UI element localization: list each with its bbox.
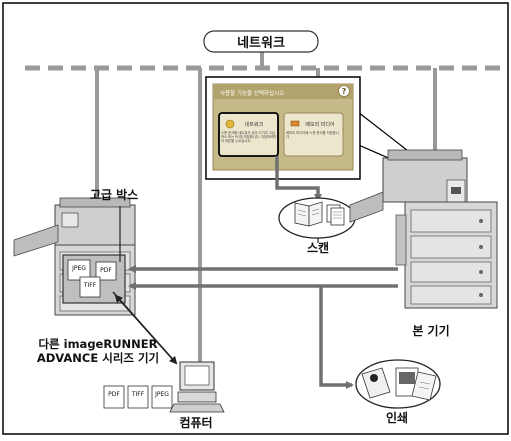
- svg-text:TIFF: TIFF: [83, 282, 97, 289]
- box-file-icon-pdf: [95, 261, 117, 281]
- print-label: 인쇄: [386, 410, 408, 425]
- diagram-frame: [2, 2, 509, 435]
- svg-text:?: ?: [342, 87, 347, 96]
- scan-bubble: [278, 197, 356, 239]
- svg-text:메모리 미디어: 메모리 미디어: [305, 121, 334, 128]
- svg-text:TIFF: TIFF: [131, 391, 145, 398]
- main-device-label: 본 기기: [412, 323, 449, 338]
- flow-to-print: [319, 286, 354, 389]
- network-option-desc: 스캔 문서를 네트워크 상의 기기의 고급 박스 또는 PC에 저장합니다. 저…: [221, 131, 277, 143]
- computer-illustration: [169, 361, 225, 413]
- other-device-panel: [61, 212, 79, 228]
- network-label-box: 네트워크: [203, 30, 319, 53]
- printed-page-icon: [361, 367, 391, 399]
- pc-file-icon-pdf: [103, 385, 125, 409]
- computer-keyboard: [169, 403, 225, 413]
- box-file-icon-jpeg: [67, 259, 91, 281]
- network-globe-icon: [225, 119, 235, 129]
- pc-file-icon-tiff: [127, 385, 149, 409]
- main-device-illustration: [349, 149, 498, 309]
- svg-text:JPEG: JPEG: [71, 265, 86, 272]
- screen-header-text: 사용할 기능을 선택하십시오.: [220, 89, 286, 97]
- computer-monitor-screen: [184, 365, 210, 386]
- scan-flow-line: [275, 156, 322, 202]
- main-device-output-tray: [349, 191, 384, 223]
- pc-file-icon-jpeg: [151, 385, 173, 409]
- help-icon[interactable]: [338, 85, 350, 97]
- computer-label: 컴퓨터: [179, 415, 212, 430]
- network-option-button[interactable]: 네트워크 스캔 문서를 네트워크 상의 기기의 고급 박스 또는 PC에 저장합…: [218, 112, 279, 157]
- svg-text:PDF: PDF: [100, 267, 112, 274]
- svg-text:PDF: PDF: [108, 391, 120, 398]
- scan-label: 스캔: [307, 240, 329, 255]
- advanced-box-label: 고급 박스: [90, 187, 138, 202]
- other-device-output-tray: [13, 224, 59, 257]
- box-file-icon-tiff: [79, 276, 101, 298]
- memory-media-icon: [290, 120, 300, 127]
- computer-file-icons: PDF TIFF JPEG: [103, 385, 173, 409]
- network-label: 네트워크: [237, 35, 285, 51]
- svg-text:JPEG: JPEG: [154, 391, 169, 398]
- print-bubble: [355, 359, 441, 409]
- other-device-label-line1: 다른 imageRUNNER: [38, 337, 157, 351]
- other-device-label-line2: ADVANCE 시리즈 기기: [37, 351, 159, 365]
- memory-media-option-button[interactable]: 메모리 미디어 메모리 미디어에 스캔 문서를 저장합니다.: [283, 112, 344, 157]
- control-panel-screen: 사용할 기능을 선택하십시오. ? 네트워크 스캔 문서를 네트워크 상의 기기…: [205, 76, 361, 180]
- svg-text:네트워크: 네트워크: [245, 121, 264, 128]
- memory-media-option-desc: 메모리 미디어에 스캔 문서를 저장합니다.: [286, 131, 339, 139]
- scanned-book-icon: [294, 202, 310, 227]
